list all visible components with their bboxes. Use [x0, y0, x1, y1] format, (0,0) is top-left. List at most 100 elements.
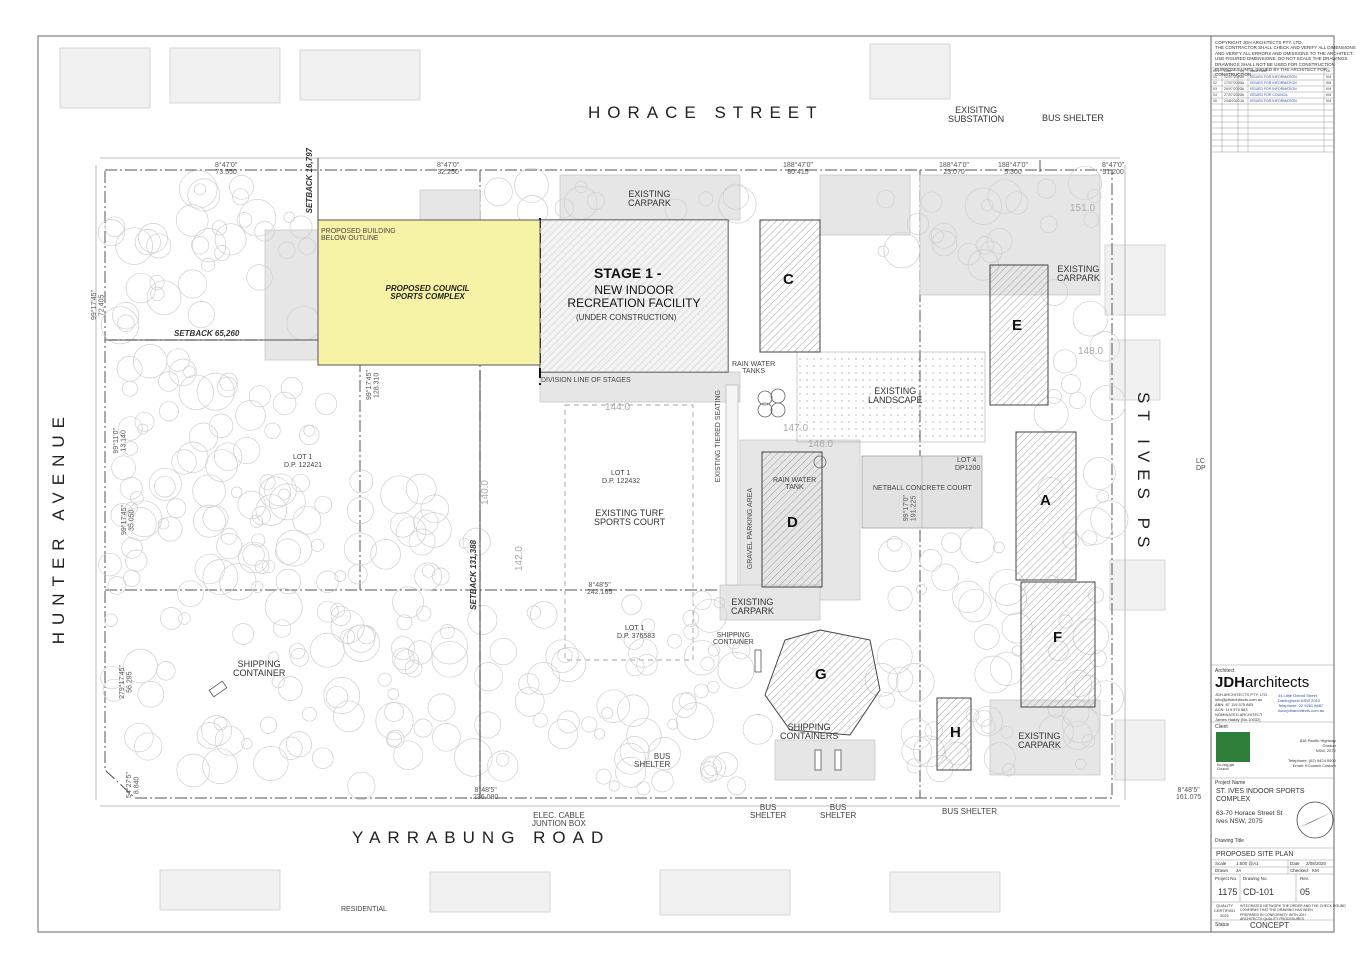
tree-circle: [514, 167, 549, 203]
building-e-label: E: [1012, 317, 1023, 334]
revision-cell: KM: [1326, 87, 1332, 91]
shipping-container-mid-label: SHIPPING CONTAINER: [713, 632, 754, 647]
tree-circle: [958, 588, 992, 623]
contour-147: 147.0: [783, 423, 809, 434]
tree-circle: [518, 673, 540, 695]
tree-circle: [487, 750, 519, 782]
tree-circle: [370, 539, 401, 570]
revision-header-cell: Date: [1224, 69, 1232, 73]
tree-circle: [330, 609, 365, 644]
copyright-note: COPYRIGHT JDH ARCHITECTS PTY. LTD. THE C…: [1215, 40, 1356, 78]
tree-circle: [251, 506, 271, 526]
tree-circle: [718, 185, 757, 224]
tree-circle: [275, 529, 313, 567]
tree-circle: [137, 680, 165, 708]
revision-cell: JA: [1240, 75, 1245, 79]
tree-circle: [983, 742, 1016, 775]
tree-circle: [692, 590, 712, 611]
tree-circle: [698, 191, 714, 206]
tree-circle: [707, 680, 720, 694]
tree-circle: [973, 624, 1000, 650]
date-value: 2/08/2020: [1306, 861, 1327, 866]
lot4-dp: DP1200: [955, 465, 981, 472]
quality-note: INTEGRATED NETWORK THE ORDER AND THE CHE…: [1240, 904, 1346, 922]
lot1-west-dp: D.P. 122421: [284, 462, 323, 469]
tree-circle: [377, 672, 392, 687]
tree-circle: [732, 641, 751, 660]
tree-circle: [291, 473, 310, 493]
tree-circle: [1087, 188, 1102, 204]
bearing-north-1: 8°47'0" 73.550: [215, 162, 238, 177]
tree-circle: [347, 771, 376, 800]
lot4-label: LOT 4: [957, 457, 977, 464]
bearing-south-1: 8°48'5" 236.080: [473, 787, 499, 802]
turf-court-outline: [564, 404, 694, 661]
building-h-label: H: [950, 724, 961, 741]
tree-circle: [271, 675, 285, 689]
tree-circle: [929, 228, 944, 244]
tree-circle: [682, 610, 700, 627]
tree-circle: [1083, 457, 1116, 490]
tree-circle: [230, 486, 243, 498]
tree-circle: [596, 689, 631, 723]
tree-circle: [332, 700, 365, 733]
street-yarrabung: YARRABUNG ROAD: [352, 828, 611, 847]
logo-bold: JDH: [1215, 674, 1246, 691]
tree-circle: [213, 442, 243, 471]
tree-circle: [346, 497, 374, 525]
residential-label: RESIDENTIAL: [341, 906, 387, 913]
tree-circle: [640, 618, 656, 633]
tree-circle: [146, 280, 182, 316]
tree-circle: [392, 586, 424, 619]
tree-circle: [123, 648, 158, 684]
revision-header-cell: Rev: [1213, 69, 1220, 73]
tree-circle: [316, 570, 339, 594]
tree-circle: [178, 170, 218, 209]
revision-cell: JA: [1240, 87, 1245, 91]
project-no-label: Project No.: [1215, 876, 1238, 881]
tree-circle: [118, 416, 143, 441]
tree-circle: [214, 223, 247, 256]
tree-circle: [130, 491, 144, 505]
tree-circle: [251, 533, 266, 548]
tree-circle: [278, 488, 290, 501]
lot1-mid-dp: D.P. 122432: [602, 478, 641, 485]
tree-circle: [430, 627, 468, 665]
tree-circle: [258, 476, 292, 509]
tree-circle: [124, 501, 138, 515]
tree-circle: [601, 707, 614, 719]
tree-circle: [232, 623, 255, 645]
tree-circle: [616, 694, 650, 727]
turf-court-label: EXISTING TURF SPORTS COURT: [594, 508, 666, 528]
tree-circle: [176, 753, 210, 788]
tree-circle: [900, 718, 933, 750]
bearing-west-3: 99°17'45" 35.050: [121, 505, 136, 535]
tree-circle: [594, 728, 606, 740]
tree-circle: [375, 701, 414, 741]
tree-circle: [404, 659, 423, 678]
tree-circle: [330, 605, 351, 626]
status-value: CONCEPT: [1250, 921, 1290, 930]
revision-cell: KM: [1326, 75, 1332, 79]
tree-circle: [432, 723, 461, 752]
tree-circle: [154, 475, 176, 498]
checked-label: Checked: [1290, 868, 1308, 873]
drawing-title: PROPOSED SITE PLAN: [1216, 851, 1294, 858]
rain-water-tanks-label: RAIN WATER TANKS: [732, 361, 776, 376]
client-address: 818 Pacific Highway Gordon NSW, 2072 Tel…: [1288, 738, 1336, 768]
tree-circle: [232, 188, 250, 206]
tree-circle: [201, 257, 216, 272]
tree-circle: [713, 752, 738, 777]
tree-circle: [159, 607, 183, 630]
tree-circle: [393, 740, 423, 770]
street-horace: HORACE STREET: [588, 103, 824, 122]
tree-circle: [158, 401, 179, 422]
rev-value: 05: [1300, 887, 1311, 897]
project-address: 63-70 Horace Street St Ives NSW, 2075: [1216, 810, 1283, 825]
tree-circle: [208, 413, 234, 438]
tree-circle: [101, 306, 139, 345]
tree-circle: [117, 314, 135, 332]
tree-circle: [959, 527, 996, 563]
tree-circle: [473, 662, 503, 692]
